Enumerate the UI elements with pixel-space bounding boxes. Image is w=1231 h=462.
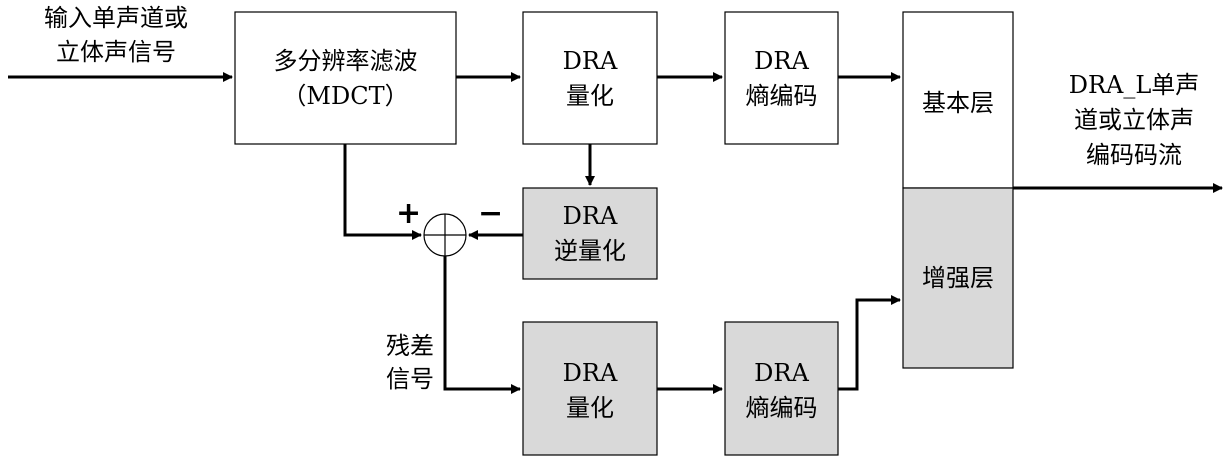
mdct-label-1: 多分辨率滤波 bbox=[274, 47, 418, 75]
minus-sign: − bbox=[478, 196, 503, 231]
quant-base-label-2: 量化 bbox=[566, 82, 614, 110]
entropy-enh-label-2: 熵编码 bbox=[746, 394, 818, 422]
output-label-1: DRA_L单声 bbox=[1069, 71, 1200, 99]
entropy-to-enh-layer-arrow bbox=[838, 295, 901, 391]
residual-arrow bbox=[443, 256, 521, 394]
residual-label-2: 信号 bbox=[386, 365, 434, 393]
output-label-2: 道或立体声 bbox=[1074, 106, 1194, 134]
plus-sign: + bbox=[396, 196, 421, 231]
quant-enh-label-1: DRA bbox=[563, 359, 618, 387]
entropy-base-label-1: DRA bbox=[754, 47, 809, 75]
base-layer-block bbox=[902, 11, 1014, 189]
quant-enh-label-2: 量化 bbox=[566, 394, 614, 422]
entropy-enh-block bbox=[724, 321, 839, 456]
input-label-1: 输入单声道或 bbox=[44, 4, 188, 32]
enh-layer-label: 增强层 bbox=[922, 264, 994, 292]
quant-base-label-1: DRA bbox=[563, 47, 618, 75]
entropy-base-label-2: 熵编码 bbox=[746, 82, 818, 110]
residual-label-1: 残差 bbox=[386, 332, 434, 360]
mdct-block bbox=[234, 11, 457, 145]
inverse-quant-block bbox=[522, 187, 658, 280]
mdct-label-2: （MDCT） bbox=[282, 82, 408, 110]
enh-layer-block bbox=[902, 187, 1014, 369]
output-label-3: 编码码流 bbox=[1086, 141, 1182, 169]
quant-enh-block bbox=[522, 321, 658, 456]
inverse-quant-label-2: 逆量化 bbox=[554, 237, 626, 265]
mdct-to-sum-arrow bbox=[343, 144, 422, 240]
entropy-base-block bbox=[724, 11, 839, 145]
entropy-enh-label-1: DRA bbox=[754, 359, 809, 387]
input-label-2: 立体声信号 bbox=[56, 38, 176, 66]
base-layer-label: 基本层 bbox=[922, 89, 994, 117]
summing-junction bbox=[423, 213, 467, 257]
quant-base-block bbox=[522, 11, 658, 145]
inverse-quant-label-1: DRA bbox=[563, 202, 618, 230]
